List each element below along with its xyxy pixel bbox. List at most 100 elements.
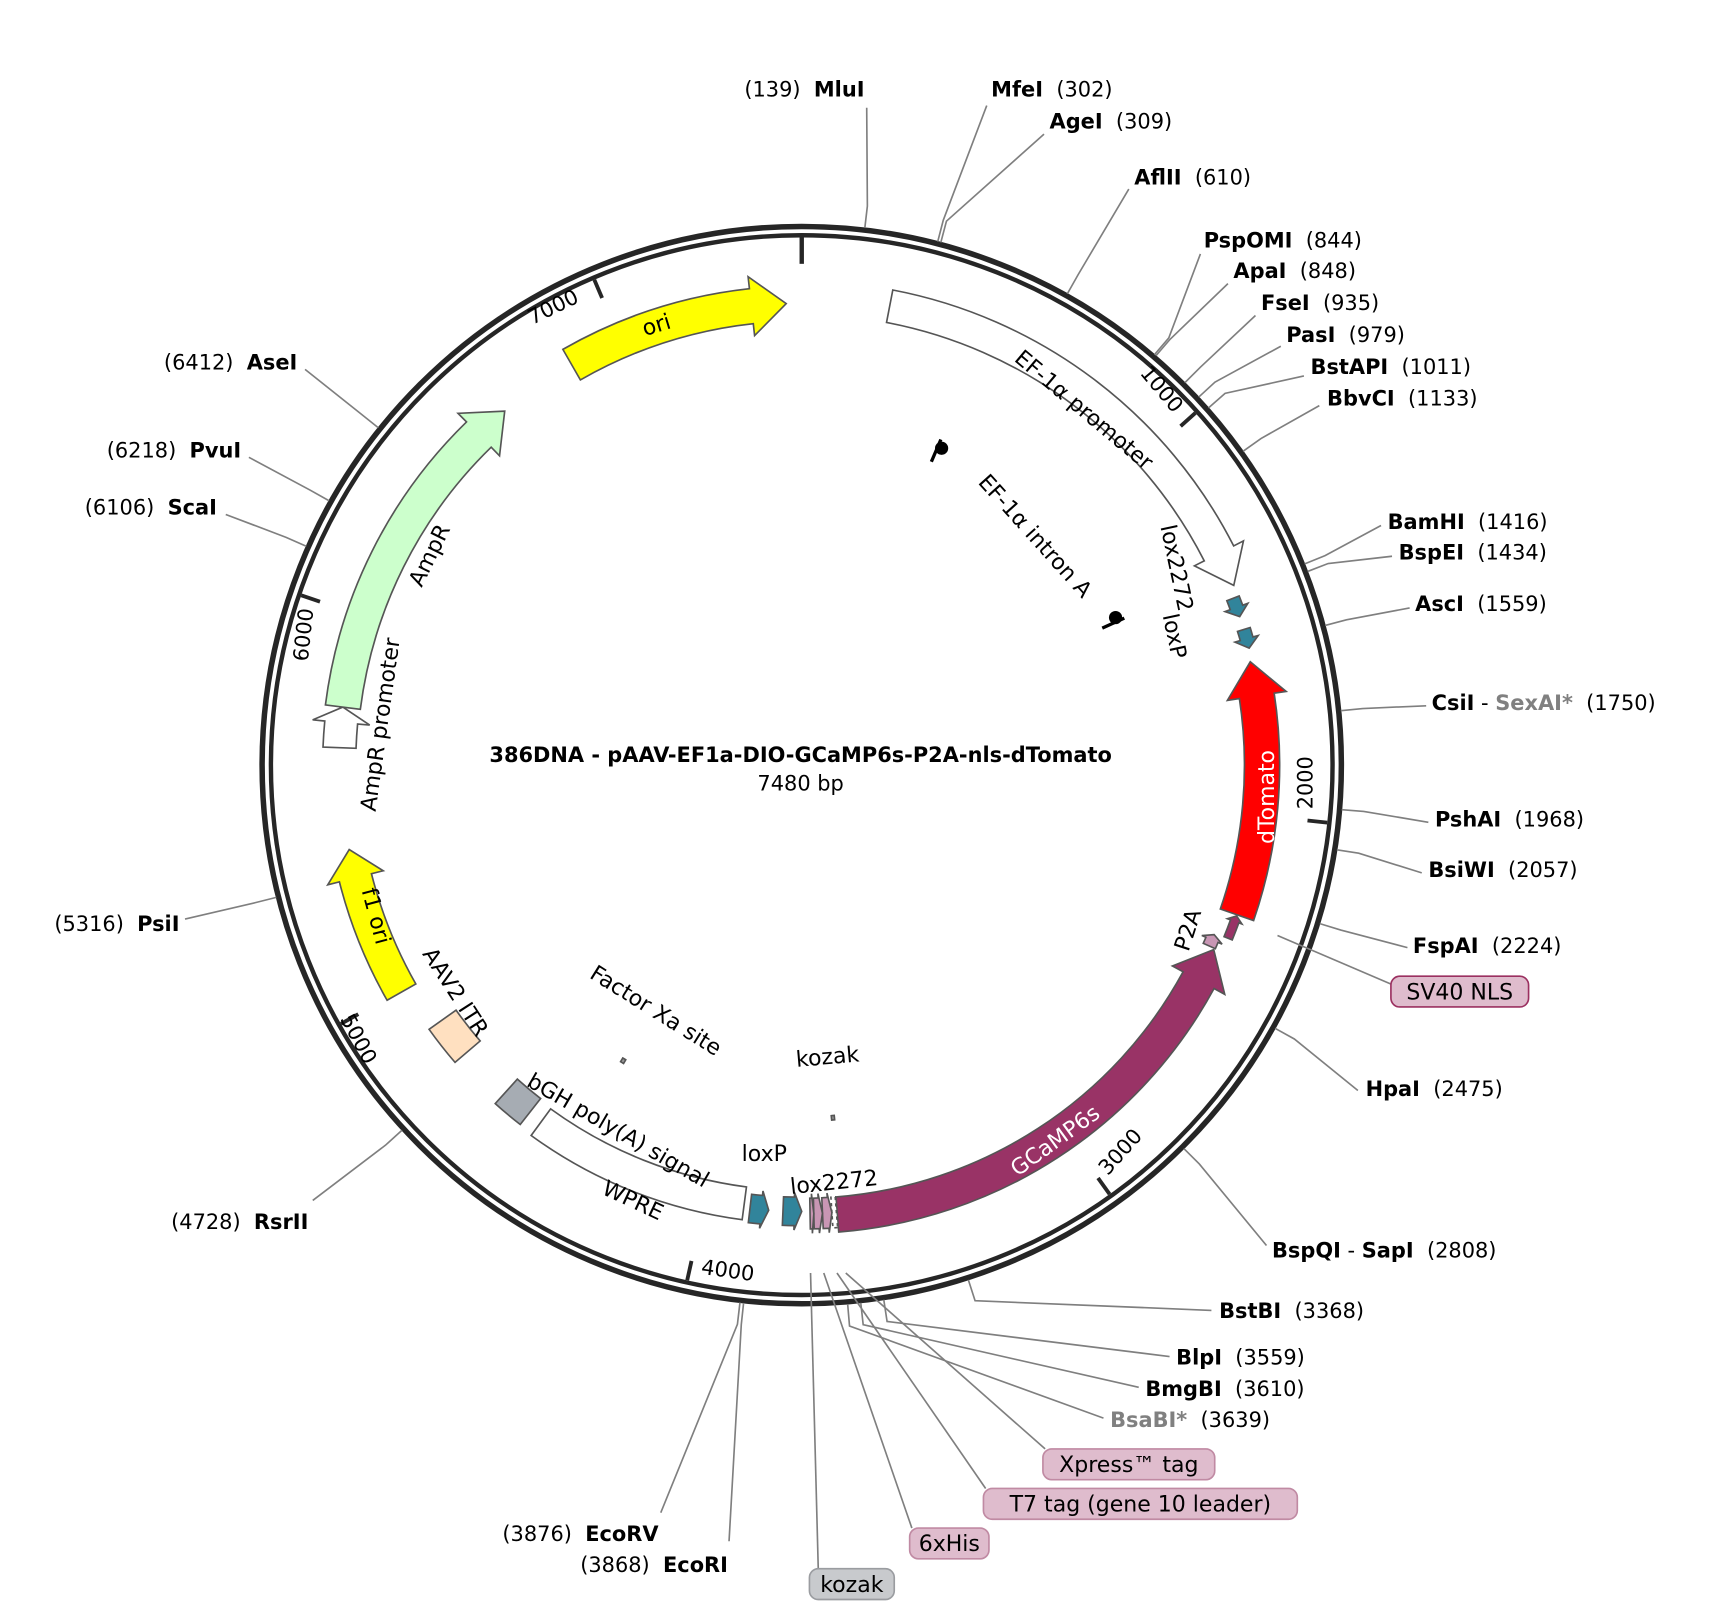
feature-dtomato[interactable] — [1219, 660, 1289, 922]
restriction-site-blpi[interactable]: BlpI (3559) — [882, 1299, 1305, 1370]
feature-ampr-promoter[interactable] — [312, 706, 371, 750]
restriction-site-bstapi[interactable]: BstAPI (1011) — [1208, 355, 1472, 409]
site-label[interactable]: HpaI (2475) — [1366, 1077, 1503, 1101]
site-label[interactable]: BstAPI (1011) — [1311, 355, 1472, 379]
feature-bgh-poly-a-signal[interactable] — [494, 1077, 542, 1126]
site-label[interactable]: (3868) EcoRI — [580, 1553, 728, 1577]
site-label[interactable]: PspOMI (844) — [1204, 228, 1362, 252]
feature-loxp[interactable] — [747, 1190, 770, 1229]
site-position: (1968) — [1501, 808, 1584, 832]
site-leader-line — [1340, 704, 1427, 712]
restriction-site-bstbi[interactable]: BstBI (3368) — [967, 1279, 1364, 1323]
restriction-site-pvui[interactable]: (6218) PvuI — [107, 438, 330, 502]
feature-loxp[interactable] — [1232, 626, 1261, 650]
site-label[interactable]: AflII (610) — [1134, 166, 1251, 190]
site-label[interactable]: CsiI - SexAI* (1750) — [1432, 691, 1656, 715]
restriction-site-csii[interactable]: CsiI - SexAI* (1750) — [1340, 691, 1656, 715]
site-label[interactable]: BspEI (1434) — [1399, 541, 1547, 565]
restriction-site-bspei[interactable]: BspEI (1434) — [1307, 541, 1547, 573]
site-label[interactable]: BsiWI (2057) — [1428, 858, 1577, 882]
inner-ring — [268, 233, 1335, 1298]
feature-ampr[interactable] — [324, 410, 506, 711]
site-label[interactable]: (6106) ScaI — [85, 495, 217, 519]
site-label[interactable]: FspAI (2224) — [1413, 934, 1561, 958]
restriction-site-bbvci[interactable]: BbvCI (1133) — [1242, 387, 1478, 452]
restriction-site-pspomi[interactable]: PspOMI (844) — [1153, 228, 1362, 356]
site-label[interactable]: (3876) EcoRV — [502, 1522, 659, 1546]
restriction-site-aflii[interactable]: AflII (610) — [1066, 166, 1251, 295]
ruler-tick-label: 1000 — [1135, 361, 1188, 417]
site-label[interactable]: BmgBI (3610) — [1145, 1377, 1304, 1401]
restriction-site-mlui[interactable]: (139) MluI — [744, 78, 869, 228]
site-position: (139) — [744, 78, 814, 102]
site-position: (5316) — [54, 912, 137, 936]
site-label[interactable]: BlpI (3559) — [1176, 1345, 1305, 1369]
feature-p2a[interactable] — [1222, 914, 1244, 941]
site-position: (2057) — [1495, 858, 1578, 882]
site-label[interactable]: PasI (979) — [1286, 323, 1405, 347]
restriction-site-bsabi[interactable]: BsaBI* (3639) — [846, 1303, 1270, 1432]
ruler-tick-label: 7000 — [524, 285, 582, 330]
site-position: (935) — [1310, 291, 1380, 315]
site-label[interactable]: AscI (1559) — [1415, 592, 1547, 616]
site-label[interactable]: FseI (935) — [1261, 291, 1379, 315]
feature-sv40-nls[interactable] — [1201, 933, 1223, 950]
map-title: 386DNA - pAAV-EF1a-DIO-GCaMP6s-P2A-nls-d… — [489, 743, 1111, 767]
callout-6xhis[interactable]: 6xHis — [822, 1272, 990, 1560]
restriction-site-scai[interactable]: (6106) ScaI — [85, 495, 307, 548]
feature-f1-ori[interactable] — [325, 848, 417, 1002]
restriction-site-pasi[interactable]: PasI (979) — [1198, 323, 1405, 398]
callout-xpress-tag[interactable]: Xpress™ tag — [845, 1272, 1216, 1481]
feature-kozak[interactable] — [830, 1196, 839, 1229]
feature-lox2272[interactable] — [781, 1192, 803, 1231]
site-label[interactable]: (5316) PsiI — [54, 912, 179, 936]
site-label[interactable]: (6218) PvuI — [107, 438, 241, 462]
restriction-site-bspqi[interactable]: BspQI - SapI (2808) — [1183, 1147, 1497, 1263]
restriction-site-apai[interactable]: ApaI (848) — [1155, 259, 1356, 357]
feature-loxp-label: loxP — [742, 1142, 787, 1167]
restriction-site-rsrii[interactable]: (4728) RsrII — [171, 1129, 403, 1234]
site-label[interactable]: ApaI (848) — [1233, 259, 1356, 283]
site-leader-line — [1198, 345, 1282, 398]
feature-label: EF-1α intron A — [973, 470, 1097, 603]
restriction-site-agei[interactable]: AgeI (309) — [940, 110, 1173, 243]
site-label[interactable]: BbvCI (1133) — [1327, 387, 1477, 411]
site-label[interactable]: BamHI (1416) — [1388, 510, 1548, 534]
site-label[interactable]: (4728) RsrII — [171, 1210, 308, 1234]
feature-ori[interactable] — [561, 274, 788, 382]
feature-6xhis[interactable] — [808, 1193, 815, 1234]
restriction-site-mfei[interactable]: MfeI (302) — [936, 78, 1113, 242]
callout-kozak[interactable]: kozak — [808, 1272, 896, 1601]
feature-factor-xa-site[interactable] — [619, 1056, 627, 1065]
site-label[interactable]: AgeI (309) — [1050, 110, 1173, 134]
restriction-site-asci[interactable]: AscI (1559) — [1324, 592, 1547, 627]
site-label[interactable]: BsaBI* (3639) — [1110, 1408, 1270, 1432]
feature-kozak[interactable] — [830, 1114, 836, 1122]
callout-sv40-nls[interactable]: SV40 NLS — [1277, 934, 1530, 1008]
restriction-site-pshai[interactable]: PshAI (1968) — [1341, 808, 1584, 832]
restriction-site-bmgbi[interactable]: BmgBI (3610) — [859, 1302, 1305, 1401]
site-label[interactable]: MfeI (302) — [991, 78, 1112, 102]
restriction-site-bamhi[interactable]: BamHI (1416) — [1304, 510, 1548, 565]
restriction-site-ecori[interactable]: (3868) EcoRI — [580, 1302, 745, 1577]
restriction-site-bsiwi[interactable]: BsiWI (2057) — [1336, 848, 1578, 882]
feature-lox2272[interactable] — [1222, 594, 1250, 618]
feature-aav2-itr[interactable] — [427, 1009, 482, 1064]
feature-ef-1-promoter[interactable] — [885, 289, 1245, 587]
restriction-site-fsei[interactable]: FseI (935) — [1184, 291, 1379, 384]
site-position: (302) — [1043, 78, 1113, 102]
site-position: (2224) — [1479, 934, 1562, 958]
site-label[interactable]: (139) MluI — [744, 78, 864, 102]
restriction-site-ecorv[interactable]: (3876) EcoRV — [502, 1302, 741, 1546]
site-label[interactable]: (6412) AseI — [164, 350, 297, 374]
feature-wpre[interactable] — [529, 1107, 748, 1221]
site-label[interactable]: PshAI (1968) — [1435, 808, 1584, 832]
restriction-site-psii[interactable]: (5316) PsiI — [54, 896, 277, 936]
restriction-site-asei[interactable]: (6412) AseI — [164, 350, 379, 429]
site-label[interactable]: BspQI - SapI (2808) — [1272, 1239, 1496, 1263]
callout-t7-tag-gene-10-leader[interactable]: T7 tag (gene 10 leader) — [836, 1272, 1299, 1521]
restriction-site-hpai[interactable]: HpaI (2475) — [1274, 1027, 1503, 1101]
restriction-site-fspai[interactable]: FspAI (2224) — [1319, 922, 1562, 958]
feature-gcamp6s[interactable] — [835, 948, 1226, 1233]
site-label[interactable]: BstBI (3368) — [1219, 1299, 1364, 1323]
